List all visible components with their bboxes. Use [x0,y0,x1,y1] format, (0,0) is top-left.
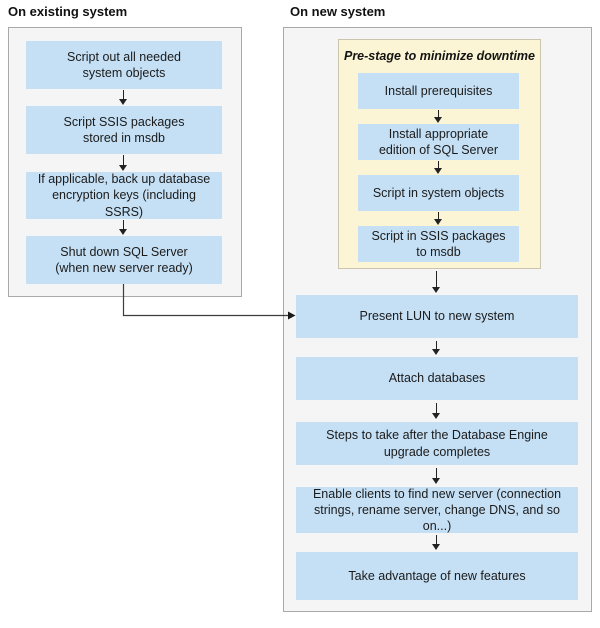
arrow-down-icon [119,155,128,171]
arrow-down-icon [432,468,441,484]
step-present-lun: Present LUN to new system [296,295,578,338]
step-enable-clients: Enable clients to find new server (conne… [296,487,578,533]
step-take-advantage-new-features: Take advantage of new features [296,552,578,600]
step-script-ssis-packages: Script SSIS packages stored in msdb [26,106,222,154]
arrow-down-icon [432,535,441,550]
arrow-down-icon [434,212,443,225]
arrow-down-icon [432,271,441,293]
existing-system-panel: Script out all needed system objects Scr… [8,27,242,297]
new-system-header: On new system [290,4,386,19]
step-shut-down-sql-server: Shut down SQL Server (when new server re… [26,236,222,284]
new-system-panel: Pre-stage to minimize downtime Install p… [283,27,592,612]
arrow-down-icon [432,403,441,419]
step-script-in-system-objects: Script in system objects [358,175,519,211]
step-post-upgrade-steps: Steps to take after the Database Engine … [296,422,578,465]
step-script-in-ssis-packages: Script in SSIS packages to msdb [358,226,519,262]
prestage-title: Pre-stage to minimize downtime [343,49,535,63]
step-install-prerequisites: Install prerequisites [358,73,519,109]
step-attach-databases: Attach databases [296,357,578,400]
step-install-sql-server-edition: Install appropriate edition of SQL Serve… [358,124,519,160]
arrow-down-icon [432,341,441,355]
prestage-group: Pre-stage to minimize downtime Install p… [338,39,541,269]
existing-system-header: On existing system [8,4,128,19]
arrow-down-icon [119,90,128,105]
step-backup-encryption-keys: If applicable, back up database encrypti… [26,172,222,219]
step-script-out-system-objects: Script out all needed system objects [26,41,222,89]
arrow-down-icon [119,220,128,235]
arrow-down-icon [434,161,443,174]
arrow-down-icon [434,110,443,123]
